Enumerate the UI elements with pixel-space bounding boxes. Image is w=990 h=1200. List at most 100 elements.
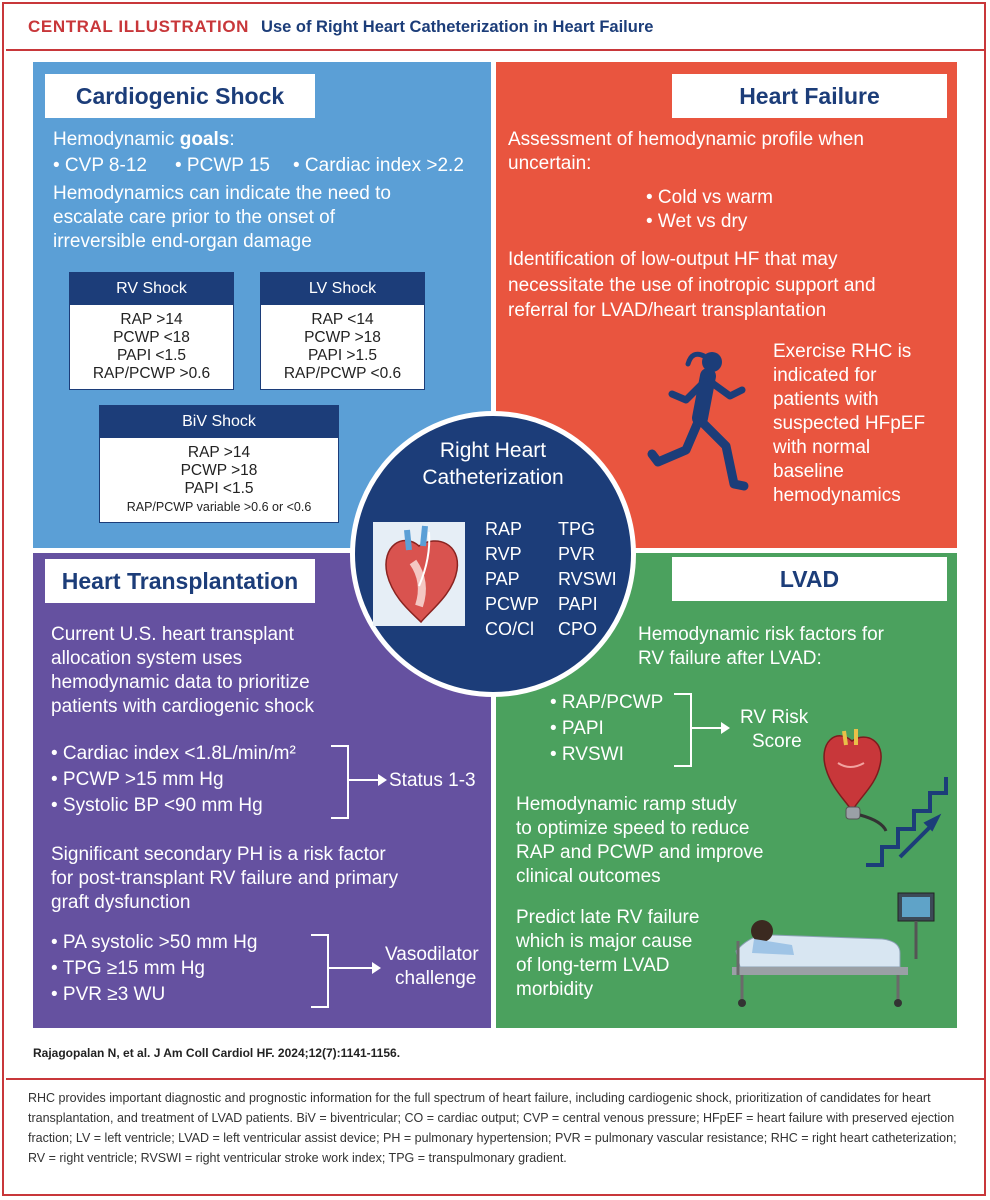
citation: Rajagopalan N, et al. J Am Coll Cardiol … bbox=[33, 1046, 401, 1060]
center-metric: RAP bbox=[485, 519, 523, 539]
vaso-label-1: Vasodilator bbox=[385, 944, 479, 965]
ramp-line: clinical outcomes bbox=[516, 866, 661, 887]
ph-line: graft dysfunction bbox=[51, 892, 191, 913]
lvad-panel: LVAD Hemodynamic risk factors for RV fai… bbox=[496, 553, 957, 1028]
center-metric: PAP bbox=[485, 569, 520, 589]
lvad-heart-icon bbox=[823, 729, 888, 832]
lv-shock-row: RAP/PCWP <0.6 bbox=[283, 365, 402, 382]
exercise-line: patients with bbox=[773, 389, 879, 410]
lv-shock-box: LV Shock RAP <14 PCWP >18 PAPI >1.5 RAP/… bbox=[260, 272, 425, 390]
center-metric: PVR bbox=[558, 544, 596, 564]
ph-line: for post-transplant RV failure and prima… bbox=[51, 868, 399, 889]
predict-line: which is major cause bbox=[516, 931, 693, 952]
vaso-label-2: challenge bbox=[395, 968, 477, 989]
center-title-2: Catheterization bbox=[422, 466, 564, 489]
exercise-line: Exercise RHC is bbox=[773, 341, 912, 362]
low-output-line-2: necessitate the use of inotropic support… bbox=[508, 275, 876, 296]
risk-line-1: Hemodynamic risk factors for bbox=[638, 624, 885, 645]
biv-shock-row: PCWP >18 bbox=[180, 462, 258, 479]
goal-cvp: • CVP 8-12 bbox=[53, 155, 147, 176]
runner-icon bbox=[647, 351, 749, 491]
lvad-title: LVAD bbox=[672, 557, 947, 601]
risk-arrow bbox=[692, 722, 730, 734]
goal-pcwp: • PCWP 15 bbox=[175, 155, 270, 176]
rv-shock-title: RV Shock bbox=[70, 273, 233, 305]
heart-transplantation-panel: Heart Transplantation Current U.S. heart… bbox=[33, 553, 491, 1028]
lv-shock-title: LV Shock bbox=[261, 273, 424, 305]
figure-header: CENTRAL ILLUSTRATION Use of Right Heart … bbox=[28, 14, 653, 40]
ramp-line: RAP and PCWP and improve bbox=[516, 842, 764, 863]
biv-shock-title: BiV Shock bbox=[100, 406, 338, 438]
lv-shock-row: PAPI >1.5 bbox=[307, 347, 378, 364]
escalate-line-2: escalate care prior to the onset of bbox=[53, 207, 335, 228]
risk-bracket bbox=[674, 693, 692, 767]
biv-shock-box: BiV Shock RAP >14 PCWP >18 PAPI <1.5 RAP… bbox=[99, 405, 339, 523]
exercise-line: indicated for bbox=[773, 365, 877, 386]
goals-heading: Hemodynamic goals: bbox=[53, 129, 235, 150]
intro-line: Current U.S. heart transplant bbox=[51, 624, 294, 645]
center-title-1: Right Heart bbox=[439, 439, 547, 462]
risk-line-2: RV failure after LVAD: bbox=[638, 648, 822, 669]
predict-line: morbidity bbox=[516, 979, 594, 1000]
risk-item: • RAP/PCWP bbox=[550, 692, 664, 713]
status-bracket bbox=[331, 745, 349, 819]
low-output-line-1: Identification of low-output HF that may bbox=[508, 249, 838, 270]
assess-line-2: uncertain: bbox=[508, 153, 592, 174]
intro-line: allocation system uses bbox=[51, 648, 243, 669]
ramp-line: Hemodynamic ramp study bbox=[516, 794, 737, 815]
vaso-item: • TPG ≥15 mm Hg bbox=[51, 958, 205, 979]
heart-anatomy-icon bbox=[373, 522, 465, 626]
center-metric: CO/Cl bbox=[485, 619, 534, 639]
exercise-line: with normal bbox=[773, 437, 871, 458]
escalate-line-3: irreversible end-organ damage bbox=[53, 231, 312, 252]
exercise-line: suspected HFpEF bbox=[773, 413, 926, 434]
vaso-arrow bbox=[329, 962, 381, 974]
heart-transplantation-title: Heart Transplantation bbox=[45, 559, 315, 603]
lv-shock-row: RAP <14 bbox=[311, 311, 374, 328]
intro-line: hemodynamic data to prioritize bbox=[51, 672, 310, 693]
center-metric: PCWP bbox=[485, 594, 539, 614]
center-metric: TPG bbox=[558, 519, 596, 539]
predict-line: Predict late RV failure bbox=[516, 907, 700, 928]
ramp-line: to optimize speed to reduce bbox=[516, 818, 750, 839]
cold-warm-item: • Cold vs warm bbox=[646, 187, 774, 208]
patient-bed-icon bbox=[732, 892, 935, 1007]
rv-shock-box: RV Shock RAP >14 PCWP <18 PAPI <1.5 RAP/… bbox=[69, 272, 234, 390]
center-metric: RVSWI bbox=[558, 569, 617, 589]
score-label-1: RV Risk bbox=[740, 707, 809, 728]
vaso-bracket bbox=[311, 934, 329, 1008]
ph-line: Significant secondary PH is a risk facto… bbox=[51, 844, 386, 865]
exercise-line: baseline bbox=[773, 461, 844, 482]
biv-shock-row: RAP/PCWP variable >0.6 or <0.6 bbox=[126, 500, 312, 514]
wet-dry-item: • Wet vs dry bbox=[646, 211, 748, 232]
rhc-center-circle: Right Heart Catheterization RAP RVP PAP … bbox=[350, 411, 636, 697]
lv-shock-row: PCWP >18 bbox=[304, 329, 381, 346]
exercise-line: hemodynamics bbox=[773, 485, 901, 506]
risk-item: • RVSWI bbox=[550, 744, 624, 765]
status-arrow bbox=[349, 774, 387, 786]
low-output-line-3: referral for LVAD/heart transplantation bbox=[508, 300, 827, 321]
rv-shock-row: RAP >14 bbox=[120, 311, 183, 328]
biv-shock-row: PAPI <1.5 bbox=[184, 480, 254, 497]
cardiogenic-shock-title: Cardiogenic Shock bbox=[45, 74, 315, 118]
caption-divider bbox=[6, 1078, 984, 1080]
escalate-line-1: Hemodynamics can indicate the need to bbox=[53, 183, 391, 204]
predict-line: of long-term LVAD bbox=[516, 955, 670, 976]
rv-shock-row: RAP/PCWP >0.6 bbox=[92, 365, 211, 382]
figure-caption: RHC provides important diagnostic and pr… bbox=[28, 1091, 957, 1165]
status-item: • Cardiac index <1.8L/min/m² bbox=[51, 743, 296, 764]
center-metric: CPO bbox=[558, 619, 598, 639]
risk-item: • PAPI bbox=[550, 718, 604, 739]
staircase-arrow-icon bbox=[866, 777, 948, 867]
biv-shock-row: RAP >14 bbox=[187, 444, 251, 461]
vaso-item: • PVR ≥3 WU bbox=[51, 984, 166, 1005]
header-title: Use of Right Heart Catheterization in He… bbox=[261, 17, 654, 36]
score-label-2: Score bbox=[752, 731, 802, 752]
vaso-item: • PA systolic >50 mm Hg bbox=[51, 932, 258, 953]
header-label: CENTRAL ILLUSTRATION bbox=[28, 17, 250, 36]
rv-shock-row: PAPI <1.5 bbox=[116, 347, 187, 364]
status-item: • PCWP >15 mm Hg bbox=[51, 769, 224, 790]
center-metric: PAPI bbox=[558, 594, 598, 614]
heart-failure-title: Heart Failure bbox=[672, 74, 947, 118]
